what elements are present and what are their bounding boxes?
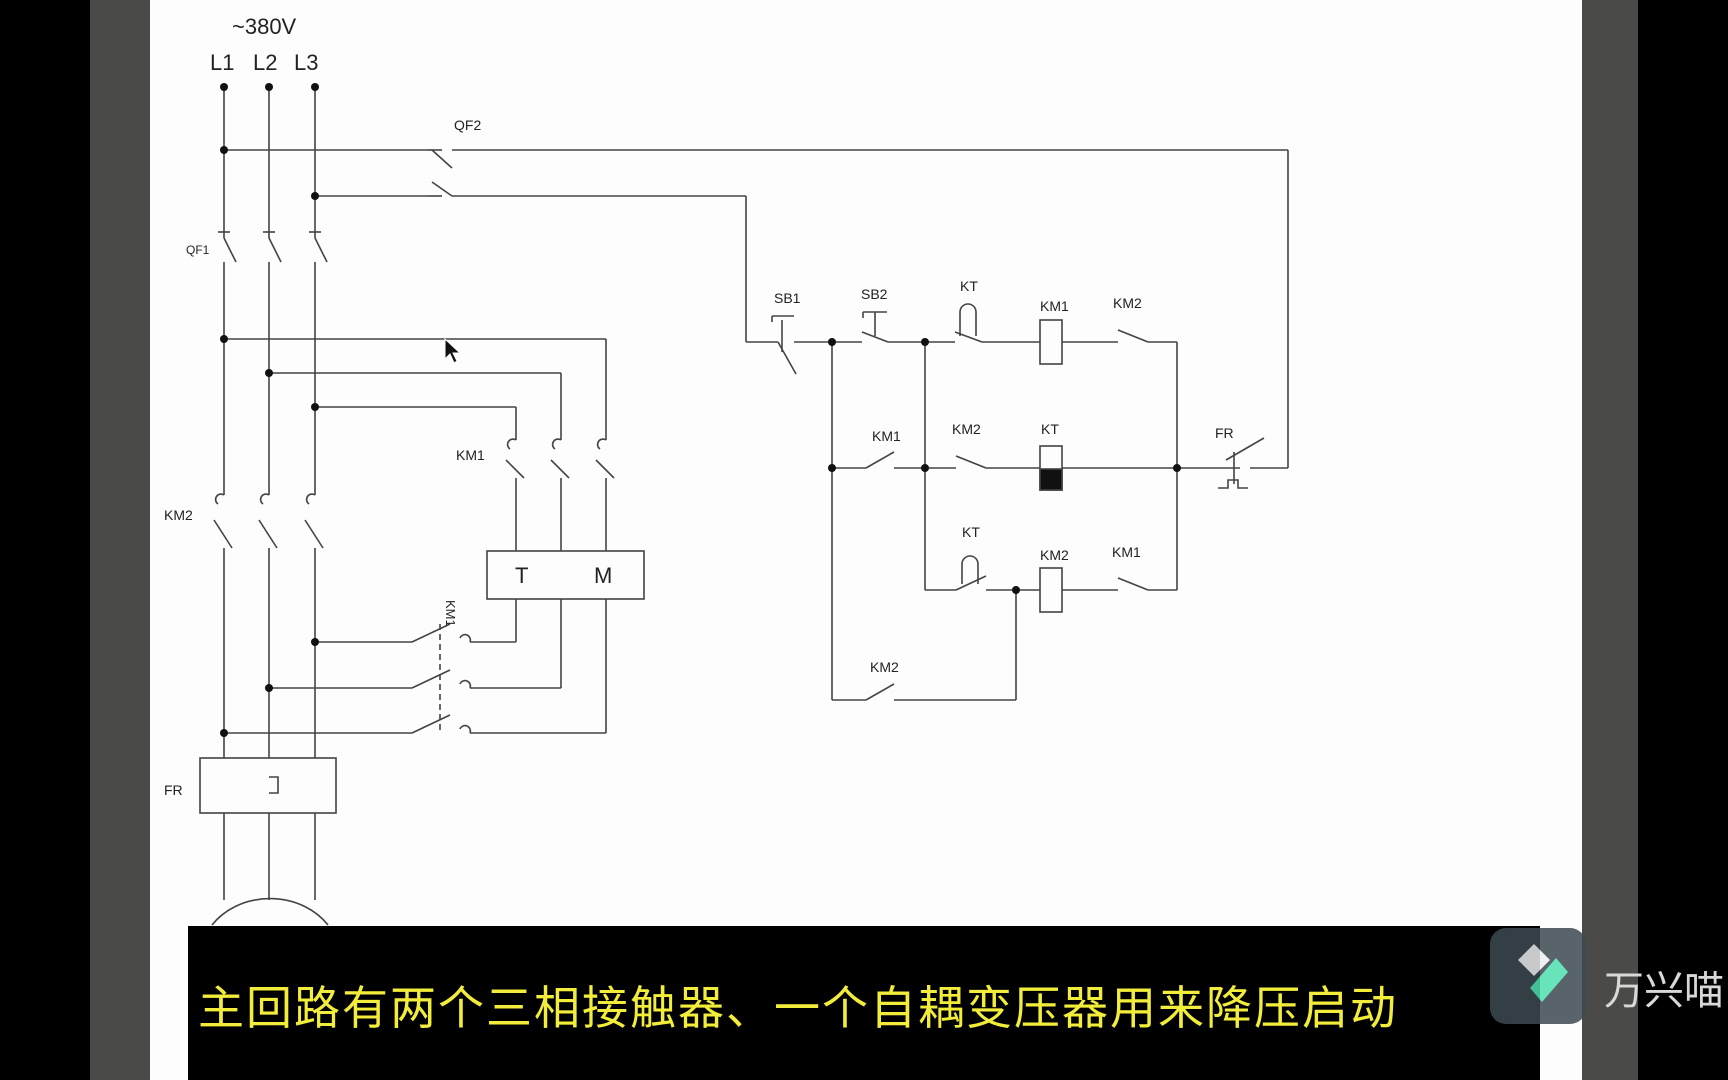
km1-feed-wires xyxy=(224,338,607,440)
row4-wiring xyxy=(832,683,1016,701)
sb1-label: SB1 xyxy=(774,290,801,306)
km1-main-contacts xyxy=(505,438,615,551)
km2-bottom-label: KM2 xyxy=(870,659,899,675)
kt-bottom-label: KT xyxy=(962,524,980,540)
letterbox-right xyxy=(1638,0,1728,1080)
mouse-cursor-icon xyxy=(444,338,462,364)
autotransformer-box xyxy=(486,550,645,600)
fr-main-relay-element xyxy=(269,776,279,794)
qf2-label: QF2 xyxy=(454,117,481,133)
sb2-start-button xyxy=(832,311,925,343)
phase-label-l2: L2 xyxy=(253,50,277,75)
letterbox-left xyxy=(0,0,90,1080)
qf1-label: QF1 xyxy=(186,243,210,257)
watermark-logo-icon xyxy=(1490,928,1586,1024)
motor-symbol xyxy=(211,897,329,926)
autotransformer-t-label: T xyxy=(515,563,528,588)
km2-main-contacts xyxy=(213,493,324,758)
fr-control-label: FR xyxy=(1215,425,1234,441)
subtitle-background xyxy=(188,926,1540,1080)
km2-coil-label: KM2 xyxy=(1040,547,1069,563)
row3-wiring xyxy=(925,468,1178,700)
kt-top-label: KT xyxy=(960,278,978,294)
control-junction-dots xyxy=(828,338,1181,594)
fr-main-label: FR xyxy=(164,782,183,798)
frame-border-right xyxy=(1582,0,1638,1080)
phase-buses-upper xyxy=(223,87,316,238)
sb2-label: SB2 xyxy=(861,286,888,302)
phase-buses-lower xyxy=(223,262,316,495)
supply-voltage-label: ~380V xyxy=(232,14,297,39)
km1-main-label: KM1 xyxy=(456,447,485,463)
sb1-stop-button xyxy=(746,315,832,375)
row1-wiring xyxy=(925,303,1178,468)
km1-interlock-label: KM1 xyxy=(1112,544,1141,560)
km2-main-label: KM2 xyxy=(164,507,193,523)
qf2-feed-wires xyxy=(224,149,1289,468)
fr-main-relay-box xyxy=(199,757,337,814)
km2-top-label: KM2 xyxy=(1113,295,1142,311)
km1-vertical-label: KM1 xyxy=(443,600,458,627)
motor-leads xyxy=(223,813,316,900)
kt-coil-label: KT xyxy=(1041,421,1059,437)
autotransformer-m-label: M xyxy=(594,563,612,588)
main-junction-dots xyxy=(220,83,319,737)
qf1-breaker xyxy=(218,231,328,263)
diagram-canvas xyxy=(150,0,1582,1080)
km2-mid-label: KM2 xyxy=(952,421,981,437)
phase-label-l3: L3 xyxy=(294,50,318,75)
phase-label-l1: L1 xyxy=(210,50,234,75)
row2-wiring xyxy=(831,342,1216,700)
subtitle-caption: 主回路有两个三相接触器、一个自耦变压器用来降压启动 xyxy=(198,981,1398,1035)
watermark-text: 万兴喵 xyxy=(1604,968,1724,1014)
fr-control-contact xyxy=(1216,437,1288,489)
frame-border-left xyxy=(90,0,150,1080)
km1-coil-label: KM1 xyxy=(1040,298,1069,314)
km1-hold-label: KM1 xyxy=(872,428,901,444)
km1-star-contacts xyxy=(224,599,607,734)
